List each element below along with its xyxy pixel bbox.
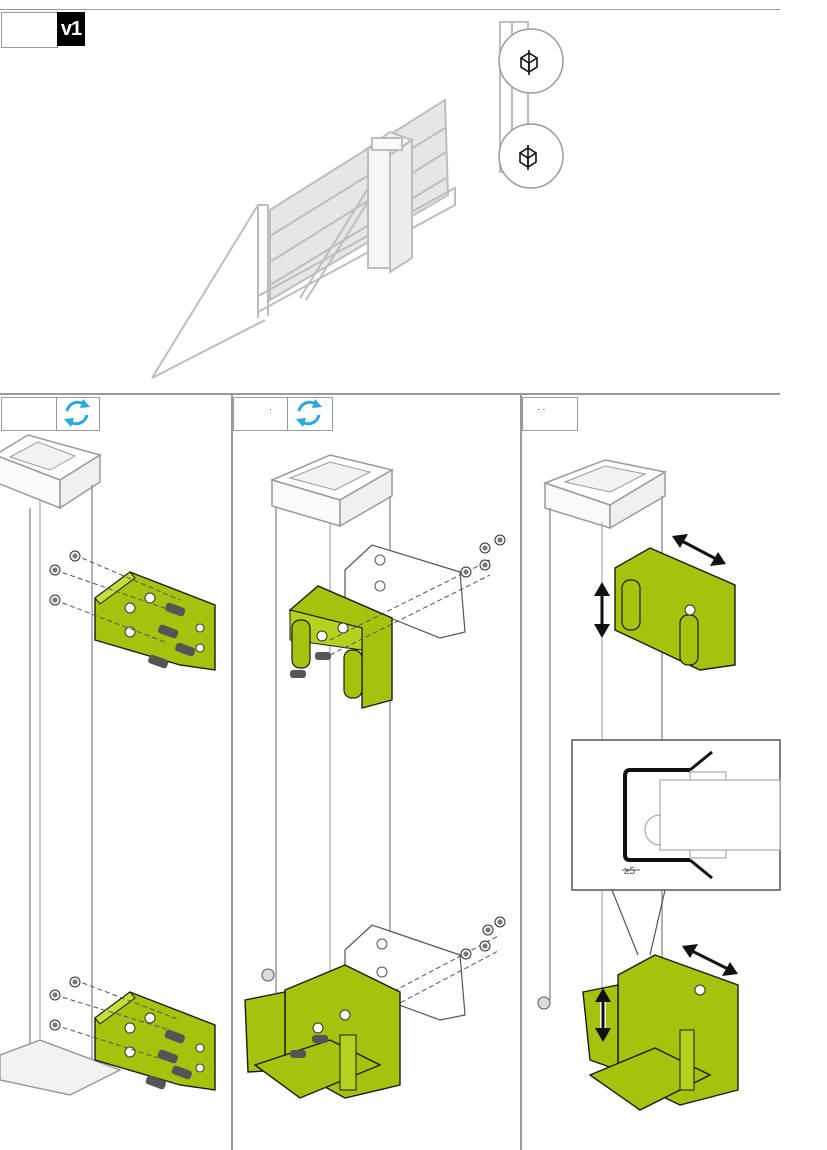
double-arrow-icon bbox=[594, 534, 726, 638]
section-divider bbox=[0, 393, 780, 395]
gate-overview bbox=[151, 98, 456, 379]
post-column-3 bbox=[537, 459, 781, 1111]
rotate-arrows-icon bbox=[62, 397, 92, 429]
step-number: · bbox=[269, 404, 272, 414]
step-box-2: · bbox=[233, 397, 289, 431]
rotate-arrows-icon bbox=[294, 397, 324, 429]
gap-label: ≥5 bbox=[624, 866, 636, 877]
step-number: · · bbox=[537, 404, 546, 414]
double-arrow-icon bbox=[595, 944, 738, 1042]
step-box-3: · · bbox=[522, 397, 578, 431]
version-badge: v1 bbox=[57, 12, 85, 46]
column-divider-2 bbox=[520, 395, 522, 1150]
top-rule bbox=[0, 9, 780, 10]
step-box-main bbox=[1, 12, 58, 48]
post-column-2 bbox=[244, 454, 506, 1099]
column-divider-1 bbox=[231, 395, 233, 1150]
post-column-1 bbox=[0, 434, 216, 1096]
orientation-inset bbox=[498, 21, 564, 189]
